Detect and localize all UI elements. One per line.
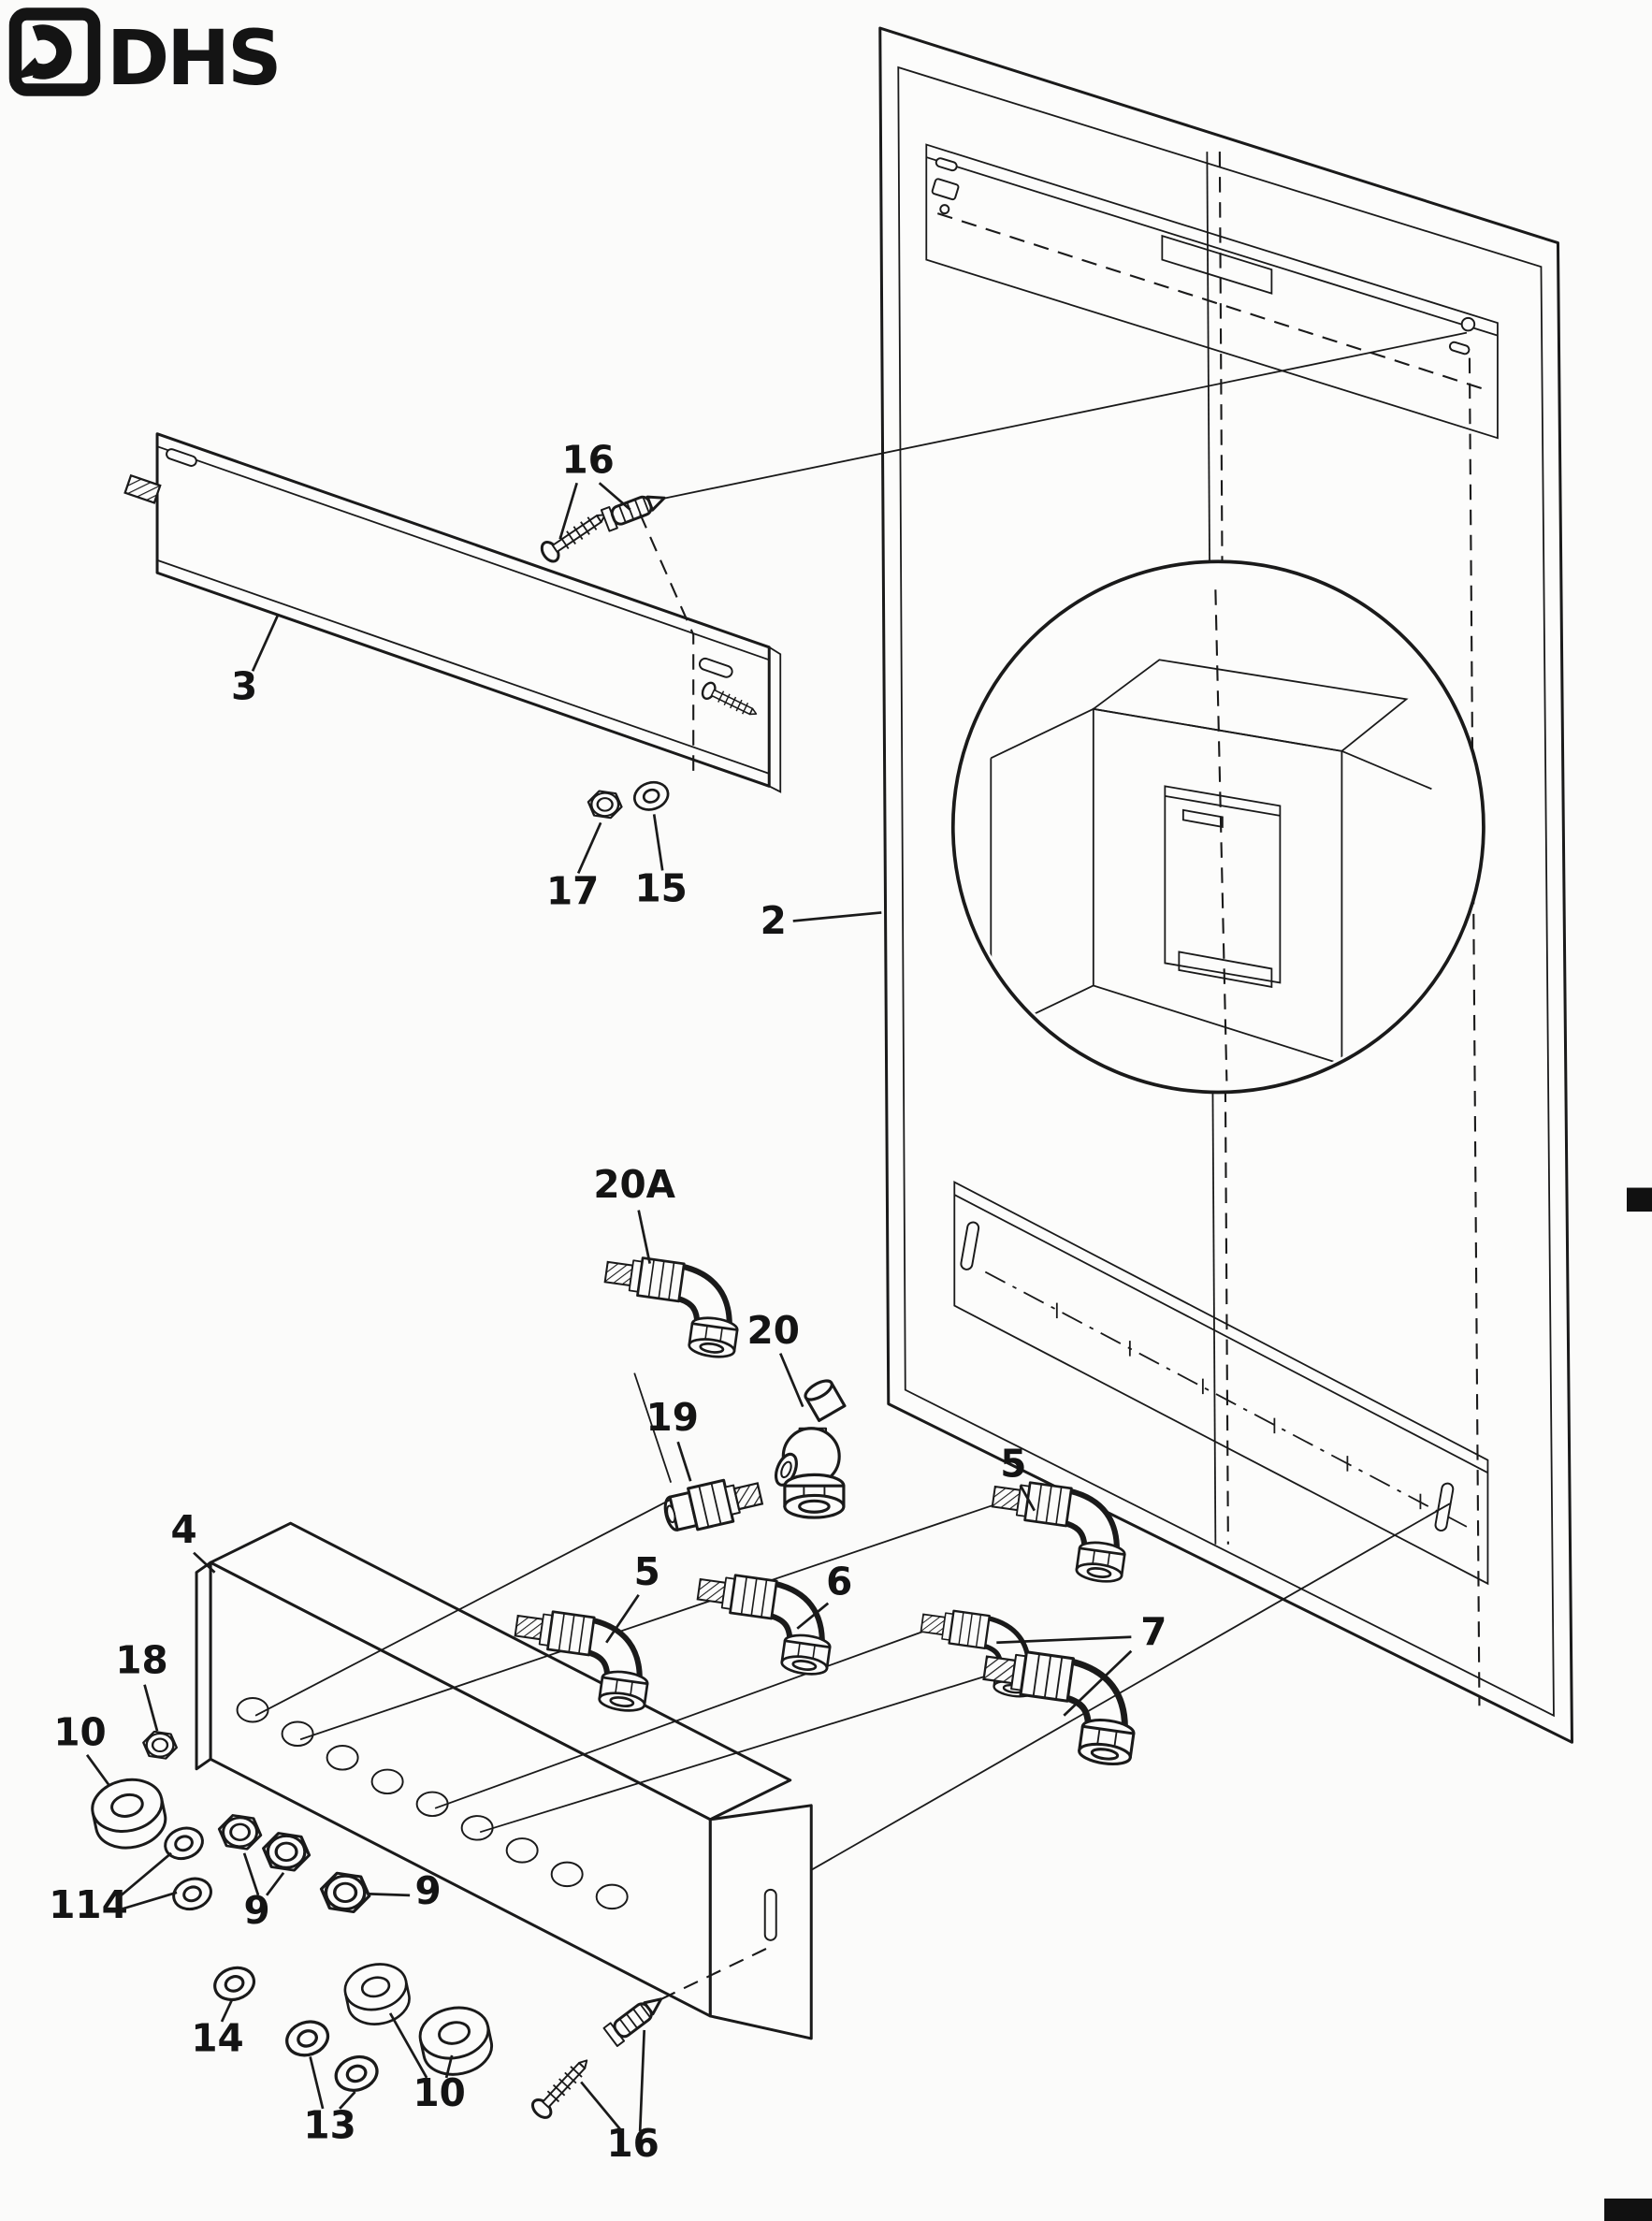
washer-part-15 xyxy=(630,777,674,816)
part-label-19: 19 xyxy=(646,1395,699,1440)
bracket-hole xyxy=(505,1837,539,1864)
bracket-hole xyxy=(550,1861,584,1888)
bracket-hole xyxy=(281,1720,314,1748)
dhs-logo: DHS xyxy=(8,7,282,103)
bracket-tab-slot xyxy=(763,1888,777,1941)
washer-part-13-a xyxy=(281,2014,334,2062)
part-labels: 16 3 17 15 2 20A 20 19 5 4 5 6 7 18 10 1… xyxy=(49,438,1167,2166)
unit-door-slot xyxy=(1181,808,1224,828)
panel-top-strip xyxy=(925,143,1499,440)
valve-part-20 xyxy=(770,1375,847,1519)
assembly-dashed-line-bottom xyxy=(660,1947,767,2000)
part-label-20: 20 xyxy=(747,1308,800,1353)
rail-threaded-stub xyxy=(123,473,162,504)
screw-position-line-top xyxy=(663,331,1468,500)
logo-text: DHS xyxy=(107,15,279,103)
part-label-17: 17 xyxy=(546,868,599,913)
unit-door-bottom-strip xyxy=(1178,951,1273,989)
part-label-4: 4 xyxy=(170,1507,196,1552)
nut-part-18 xyxy=(142,1730,179,1760)
wall-plug-part-16-bottom xyxy=(601,1988,670,2048)
elbow-fitting-part-6 xyxy=(689,1571,838,1677)
bracket-hole xyxy=(236,1697,269,1723)
part-label-16-top: 16 xyxy=(561,438,614,483)
assembly-dashed-line-top xyxy=(639,513,695,773)
nut-part-17 xyxy=(587,790,623,820)
washer-part-13-b xyxy=(329,2050,384,2098)
part-label-13: 13 xyxy=(303,2102,355,2147)
panel-right-dashed-line xyxy=(1468,357,1481,1706)
part-label-114: 114 xyxy=(49,1882,128,1927)
nut-part-10-b xyxy=(340,1957,415,2031)
nut-part-9-b xyxy=(262,1831,312,1872)
rail-slot-left xyxy=(166,448,197,467)
nut-part-9-a xyxy=(217,1813,263,1851)
alignment-line xyxy=(633,1372,673,1483)
part-label-20a: 20A xyxy=(593,1162,675,1207)
unit-door xyxy=(1164,785,1282,984)
part-label-6: 6 xyxy=(826,1560,852,1604)
bracket-hole xyxy=(415,1791,449,1818)
screw-position-line-bottom xyxy=(810,1502,1451,1871)
scan-artifact xyxy=(1626,1187,1652,1212)
louver-slot-left xyxy=(960,1221,980,1270)
washer-part-14 xyxy=(209,1961,260,2007)
rail-slot-right xyxy=(698,657,733,678)
panel-slot xyxy=(935,157,958,172)
part-label-10-bottom: 10 xyxy=(413,2070,465,2115)
part-label-9-b: 9 xyxy=(415,1868,442,1913)
panel-slot xyxy=(1448,341,1471,356)
part-label-5-right: 5 xyxy=(1000,1442,1026,1487)
part-label-16-bottom: 16 xyxy=(607,2121,659,2166)
union-fitting-part-19 xyxy=(659,1471,766,1537)
bracket-hole xyxy=(460,1815,494,1841)
part-label-14: 14 xyxy=(191,2015,243,2060)
scan-artifact xyxy=(1603,2198,1652,2221)
screw-part-16-top xyxy=(537,504,613,566)
part-label-7: 7 xyxy=(1140,1610,1167,1655)
panel-louver-strip xyxy=(953,1181,1489,1586)
nut-part-10-left xyxy=(86,1772,172,1856)
part-label-18: 18 xyxy=(115,1638,167,1683)
detail-circle xyxy=(950,559,1485,1095)
nut-part-10-c xyxy=(413,2000,499,2083)
bracket-hole xyxy=(370,1768,404,1795)
bracket-hole xyxy=(326,1745,359,1771)
mounting-rail-part-3 xyxy=(123,432,782,793)
panel-screw-hole xyxy=(1460,316,1476,332)
logo-arrow-icon xyxy=(8,7,101,96)
part-label-15: 15 xyxy=(635,865,688,910)
part-label-5-left: 5 xyxy=(634,1549,660,1594)
part-label-2: 2 xyxy=(761,898,787,943)
alignment-lines xyxy=(254,1498,994,1834)
nut-part-9-c xyxy=(319,1871,371,1914)
part-label-10-left: 10 xyxy=(53,1709,106,1754)
panel-display-window xyxy=(1161,234,1273,295)
part-label-9-a: 9 xyxy=(243,1888,269,1933)
bracket-hole xyxy=(595,1883,629,1910)
panel-opening xyxy=(931,178,960,201)
elbow-fitting-part-20a xyxy=(597,1254,746,1359)
